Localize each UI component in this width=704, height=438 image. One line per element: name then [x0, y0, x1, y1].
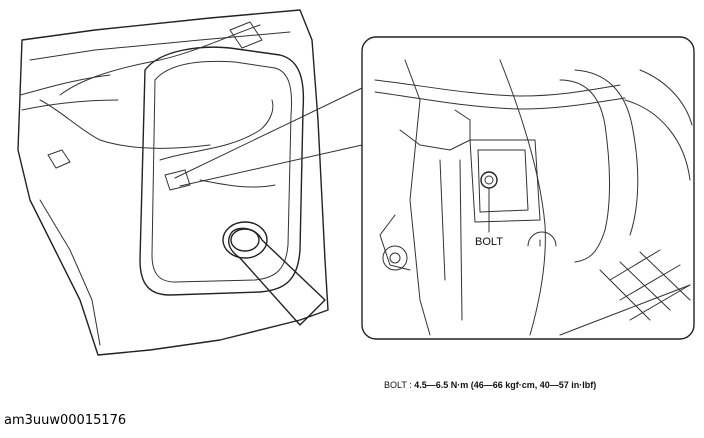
- torque-label: BOLT :: [384, 380, 412, 390]
- detail-inset: [361, 36, 695, 340]
- bolt-head: [480, 171, 498, 189]
- service-hole: [222, 221, 268, 259]
- inner-frame: [139, 46, 305, 296]
- torque-spec: BOLT : 4.5—6.5 N·m (46—66 kgf·cm, 40—57 …: [384, 380, 704, 390]
- fastener: [382, 245, 408, 271]
- torque-value: 4.5—6.5 N·m (46—66 kgf·cm, 40—57 in·lbf): [414, 380, 597, 390]
- figure-id: am3uuw00015176: [4, 413, 127, 428]
- tool-shaft: [228, 227, 326, 326]
- bolt-callout-label: BOLT: [475, 236, 503, 248]
- door-panel-outline: [17, 9, 329, 356]
